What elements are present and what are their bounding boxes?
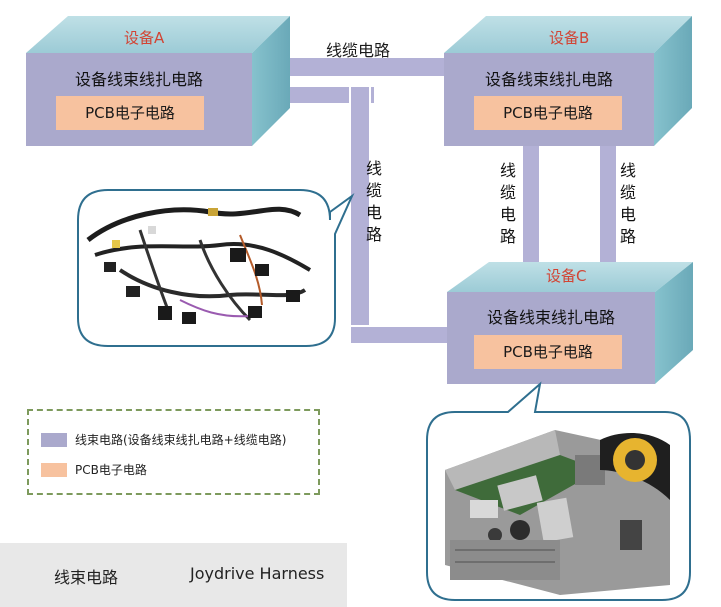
device-c-title: 设备C xyxy=(546,267,587,285)
footer-left-text: 线束电路 xyxy=(54,568,119,587)
cable-b-c-left xyxy=(521,139,541,276)
footer-bar: 线束电路 Joydrive Harness xyxy=(0,543,347,607)
device-a-pcb: PCB电子电路 xyxy=(56,96,204,130)
device-a-title: 设备A xyxy=(124,29,165,47)
legend: 线束电路(设备线束线扎电路+线缆电路) PCB电子电路 xyxy=(27,409,320,495)
legend-item-pcb: PCB电子电路 xyxy=(41,461,147,478)
legend-swatch-harness xyxy=(41,432,67,447)
device-c-pcb: PCB电子电路 xyxy=(474,335,622,369)
device-c-harness-label: 设备线束线扎电路 xyxy=(486,308,615,327)
legend-swatch-pcb xyxy=(41,462,67,477)
legend-text-harness: 线束电路(设备线束线扎电路+线缆电路) xyxy=(75,433,287,447)
cable-bc-left-label: 线 缆 电 路 xyxy=(499,161,516,246)
pcb-photo-callout xyxy=(426,381,691,601)
cable-mid-vertical-label: 线 缆 电 路 xyxy=(365,159,382,244)
legend-text-pcb: PCB电子电路 xyxy=(75,463,147,477)
cable-top-label: 线缆电路 xyxy=(326,41,391,60)
device-a-harness-label: 设备线束线扎电路 xyxy=(74,70,203,89)
cable-b-c-right xyxy=(598,139,618,276)
legend-item-harness: 线束电路(设备线束线扎电路+线缆电路) xyxy=(41,431,286,448)
power-supply-pcb-photo xyxy=(445,430,670,595)
harness-photo-callout xyxy=(77,189,355,347)
cable-bc-right-label: 线 缆 电 路 xyxy=(619,161,636,246)
footer-right-text: Joydrive Harness xyxy=(190,564,325,583)
device-b-title: 设备B xyxy=(549,29,590,47)
wire-harness-photo xyxy=(86,206,312,324)
device-b-harness-label: 设备线束线扎电路 xyxy=(484,70,613,89)
device-b-pcb: PCB电子电路 xyxy=(474,96,622,130)
